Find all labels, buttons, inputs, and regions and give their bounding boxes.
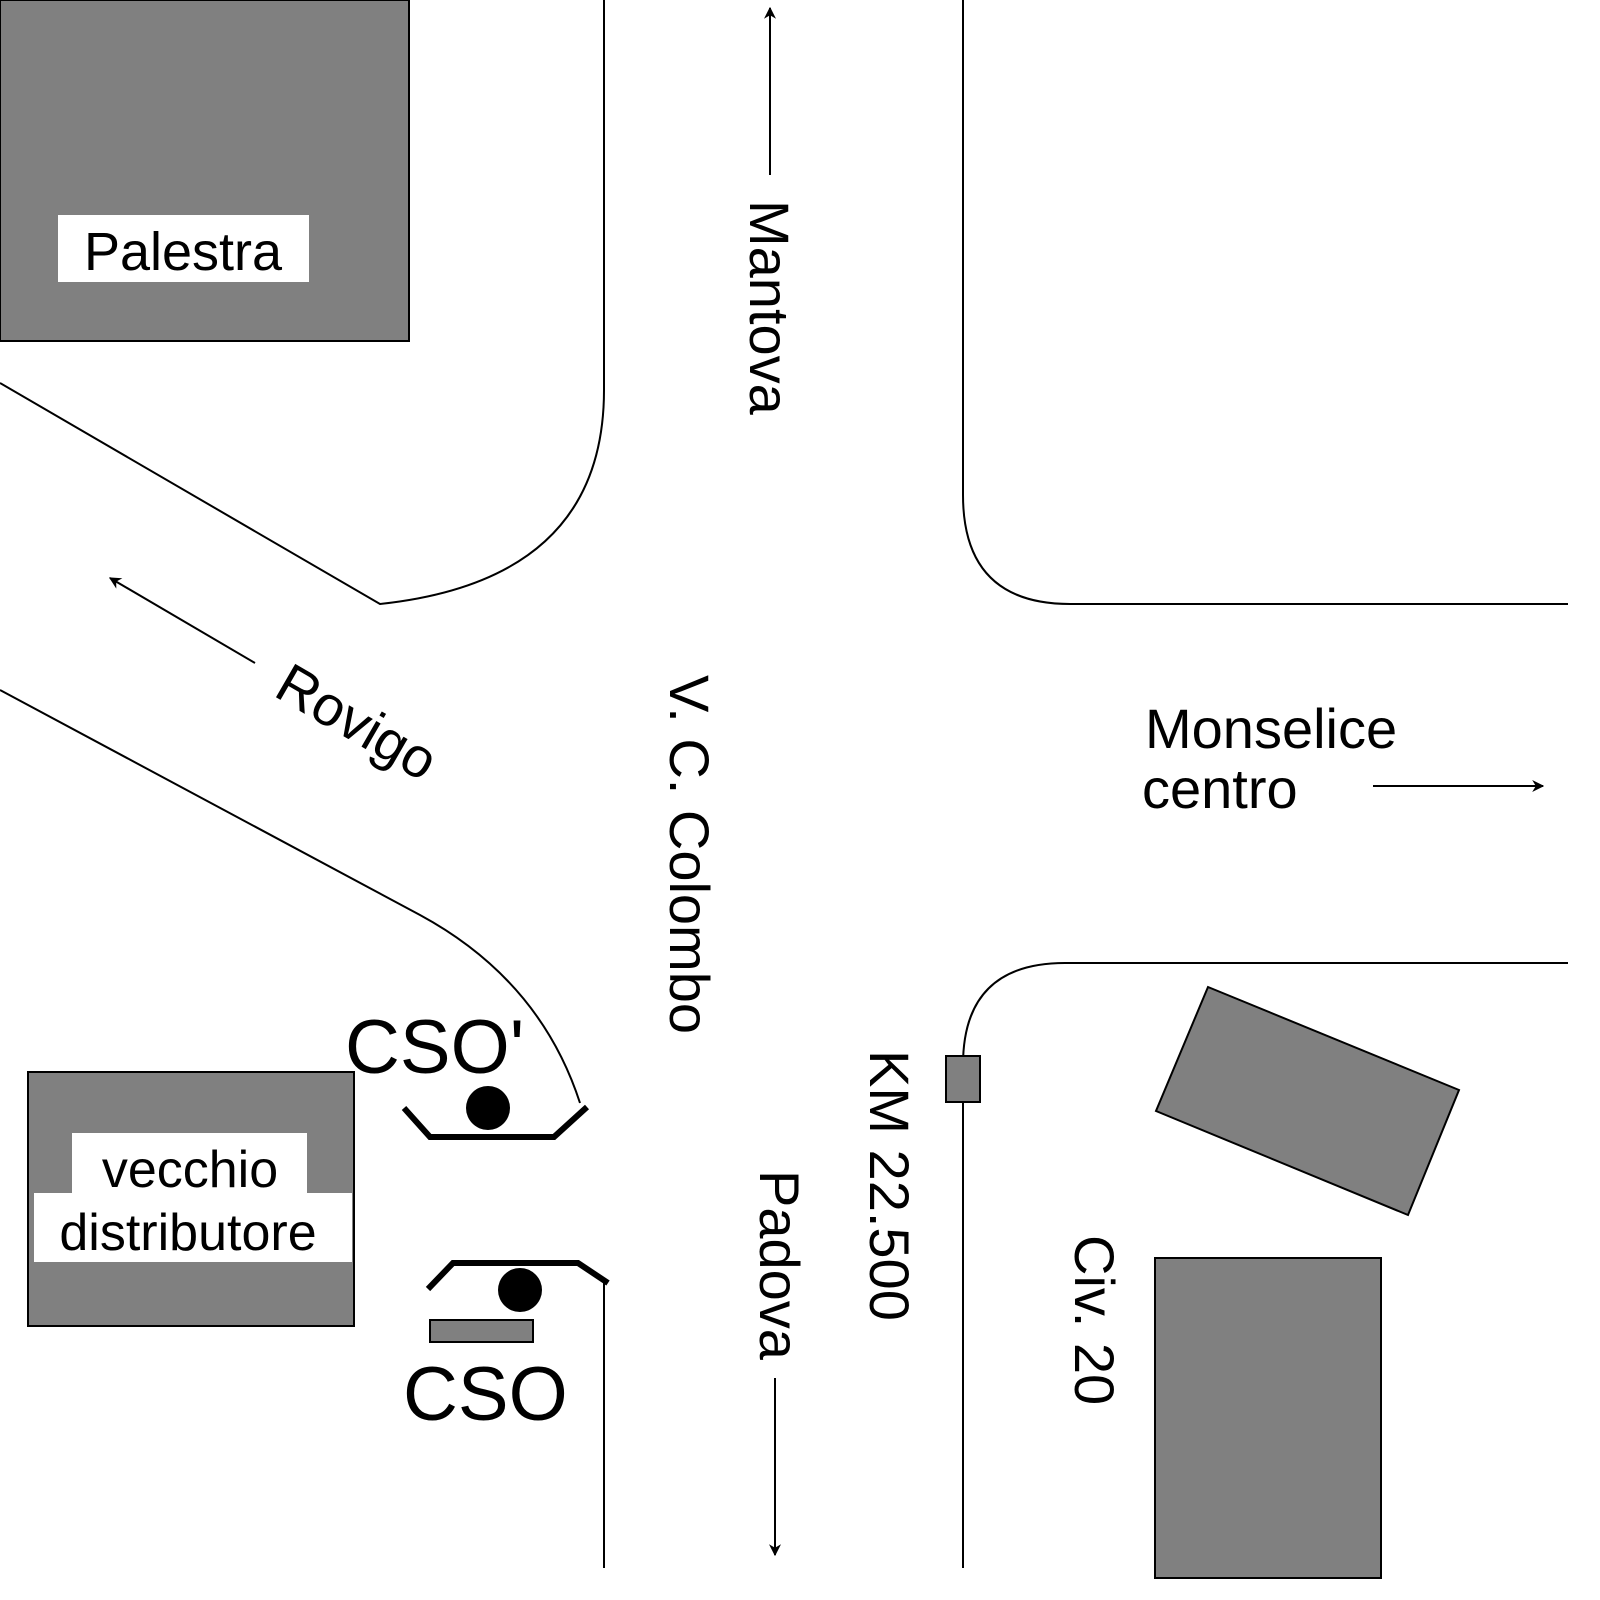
cso-bar xyxy=(429,1319,534,1343)
colombo-label: V. C. Colombo xyxy=(658,675,721,1034)
padova-label: Padova xyxy=(748,1170,811,1361)
road-edge-bottom-left xyxy=(0,689,581,1104)
vecchio-label: vecchio xyxy=(102,1141,278,1199)
label-box xyxy=(34,1193,352,1262)
km-label: KM 22.500 xyxy=(858,1050,921,1321)
km-marker xyxy=(945,1055,981,1103)
road-edge-bottom-right xyxy=(962,962,1568,1568)
mantova-label: Mantova xyxy=(738,200,801,416)
palestra-building xyxy=(0,0,410,342)
cso-prime-symbol xyxy=(401,1104,590,1140)
label-box xyxy=(72,1133,307,1194)
civ-20-building xyxy=(1154,1257,1382,1579)
cso-symbol xyxy=(425,1260,610,1292)
building-rotated xyxy=(1154,985,1461,1217)
palestra-label: Palestra xyxy=(84,222,283,282)
centro-label: centro xyxy=(1142,757,1298,820)
civ-label: Civ. 20 xyxy=(1063,1235,1126,1405)
road-edge-top-left xyxy=(0,0,605,606)
palestra-label-box xyxy=(58,215,309,282)
cso-prime-label: CSO' xyxy=(345,1005,524,1090)
cso-dot xyxy=(498,1268,542,1312)
distributore-label: distributore xyxy=(59,1204,316,1262)
arrow-rovigo-icon xyxy=(108,577,256,664)
monselice-label: Monselice xyxy=(1145,697,1397,760)
rovigo-label: Rovigo xyxy=(266,651,448,793)
cso-prime-dot xyxy=(466,1086,510,1130)
cso-label: CSO xyxy=(403,1352,568,1437)
road-edge-top-right xyxy=(962,0,1568,605)
